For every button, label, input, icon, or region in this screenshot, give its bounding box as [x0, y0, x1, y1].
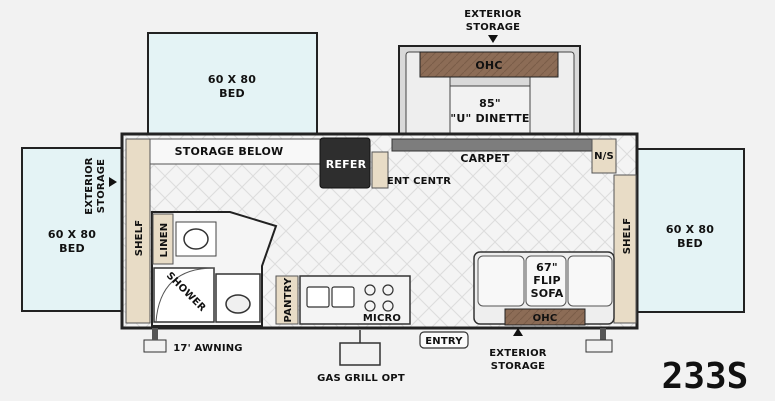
burner-icon-4 [382, 300, 394, 312]
arrow-right-icon [109, 177, 117, 187]
ent-centr-label: ENT CENTR [387, 176, 451, 187]
arrow-up-icon [513, 328, 523, 336]
sofa-label-line2: FLIP [533, 274, 560, 287]
jack-pad-right [585, 339, 613, 353]
exterior-storage-top-line2: STORAGE [466, 22, 520, 33]
shower-curve [155, 267, 215, 323]
gas-grill-label: GAS GRILL OPT [317, 373, 405, 384]
bed-top-label-line1: 60 X 80 [208, 73, 256, 86]
stabilizer-jack-right [600, 328, 606, 340]
shelf-right-label: SHELF [622, 218, 633, 255]
awning-marker [143, 339, 167, 353]
refer-label: REFER [326, 158, 367, 171]
ns-label: N/S [594, 151, 614, 162]
sofa-cushion-1 [477, 255, 525, 307]
exterior-storage-bottom-line1: EXTERIOR [489, 348, 547, 359]
stabilizer-jack-left [152, 328, 158, 340]
dinette-label-line2: "U" DINETTE [450, 112, 529, 125]
bed-right-label-line2: BED [677, 237, 703, 250]
refrigerator [319, 137, 371, 189]
sofa-label-line1: 67" [536, 261, 558, 274]
ohc-top [419, 51, 559, 78]
shelf-right-panel [613, 174, 637, 324]
shelf-left-panel [125, 138, 151, 324]
pantry-label: PANTRY [283, 277, 294, 322]
bed-right [636, 148, 745, 313]
exterior-storage-left-line1: EXTERIOR [84, 157, 95, 215]
kitchen-sink-right [331, 286, 355, 308]
exterior-storage-top-line1: EXTERIOR [464, 9, 522, 20]
linen-cabinet [152, 213, 174, 265]
pantry [275, 275, 299, 325]
linen-label: LINEN [159, 223, 170, 258]
shower-stall [153, 267, 215, 323]
dinette-table [449, 85, 531, 137]
awning-label: 17' AWNING [173, 343, 242, 354]
sofa-cushion-3 [567, 255, 613, 307]
ohc-top-label: OHC [475, 59, 502, 72]
bed-left-label-line1: 60 X 80 [48, 228, 96, 241]
carpet-strip [391, 138, 593, 152]
toilet-icon [183, 228, 209, 250]
bed-right-label-line1: 60 X 80 [666, 223, 714, 236]
burner-icon-2 [382, 284, 394, 296]
ohc-bottom-label: OHC [533, 313, 558, 324]
burner-icon-1 [364, 284, 376, 296]
model-number: 233S [662, 356, 749, 397]
storage-below-label: STORAGE BELOW [175, 145, 284, 158]
ohc-bottom [504, 308, 586, 326]
carpet-label: CARPET [460, 152, 510, 165]
bed-top [147, 32, 318, 135]
kitchen-sink-left [306, 286, 330, 308]
bath-sink-icon [225, 294, 251, 314]
micro-label: MICRO [363, 313, 401, 324]
shelf-left-label: SHELF [134, 220, 145, 257]
dinette-label-line1: 85" [479, 97, 501, 110]
bed-left-label-line2: BED [59, 242, 85, 255]
ent-centr-cabinet [371, 151, 389, 189]
storage-below [149, 138, 321, 165]
ns-cabinet [591, 138, 617, 174]
bed-left [21, 147, 123, 312]
sofa-label-line3: SOFA [531, 287, 564, 300]
entry-box [419, 331, 469, 349]
sofa-cushion-2 [525, 255, 567, 307]
entry-label: ENTRY [425, 336, 463, 347]
burner-icon-3 [364, 300, 376, 312]
bed-top-label-line2: BED [219, 87, 245, 100]
arrow-down-icon [488, 35, 498, 43]
exterior-storage-left-line2: STORAGE [96, 159, 107, 213]
exterior-storage-bottom-line2: STORAGE [491, 361, 545, 372]
gas-grill-icon [339, 342, 381, 366]
